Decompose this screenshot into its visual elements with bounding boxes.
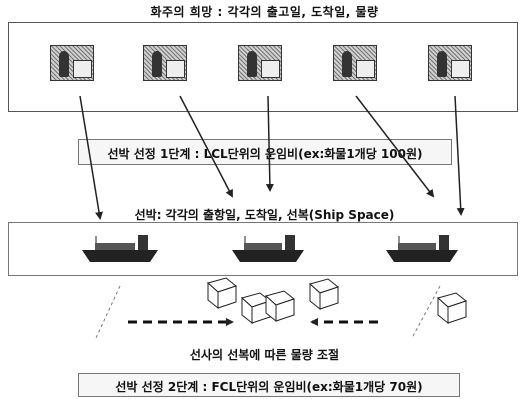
flow-arrow-1 — [79, 95, 103, 220]
cargo-box-icon-1 — [206, 277, 238, 310]
container-ship-icon-1 — [82, 235, 158, 262]
dashed-guide-left — [95, 285, 121, 339]
shipper-cargo-photo-2 — [143, 45, 187, 81]
flow-arrow-2 — [179, 95, 233, 198]
adjustment-label: 선사의 선복에 따른 물량 조절 — [189, 348, 340, 362]
stage2-label: 선박 선정 2단계 : FCL단위의 운임비(ex:화물1개당 70원) — [78, 373, 460, 397]
container-ship-icon-3 — [386, 235, 458, 262]
shipper-cargo-photo-4 — [333, 45, 377, 81]
shipper-cargo-photo-3 — [238, 45, 282, 81]
dashed-guide-right — [411, 285, 441, 339]
cargo-box-icon-3 — [264, 290, 296, 323]
flow-arrow-5 — [454, 95, 465, 216]
stage1-label: 선박 선정 1단계 : LCL단위의 운임비(ex:화물1개당 100원) — [78, 139, 452, 165]
cargo-box-icon-4 — [308, 278, 340, 311]
flow-arrow-3 — [265, 95, 274, 192]
flow-arrow-4 — [355, 95, 435, 198]
cargo-box-icon-5 — [436, 292, 468, 325]
cargo-box-icon-2 — [240, 292, 272, 325]
container-ship-icon-2 — [232, 235, 304, 262]
shipper-cargo-photo-5 — [428, 45, 472, 81]
carrier-title: 선박: 각각의 출항일, 도착일, 선복(Ship Space) — [134, 208, 395, 222]
diagram-title: 화주의 희망 : 각각의 출고일, 도착일, 물량 — [150, 5, 379, 19]
shipper-cargo-photo-1 — [50, 45, 94, 81]
